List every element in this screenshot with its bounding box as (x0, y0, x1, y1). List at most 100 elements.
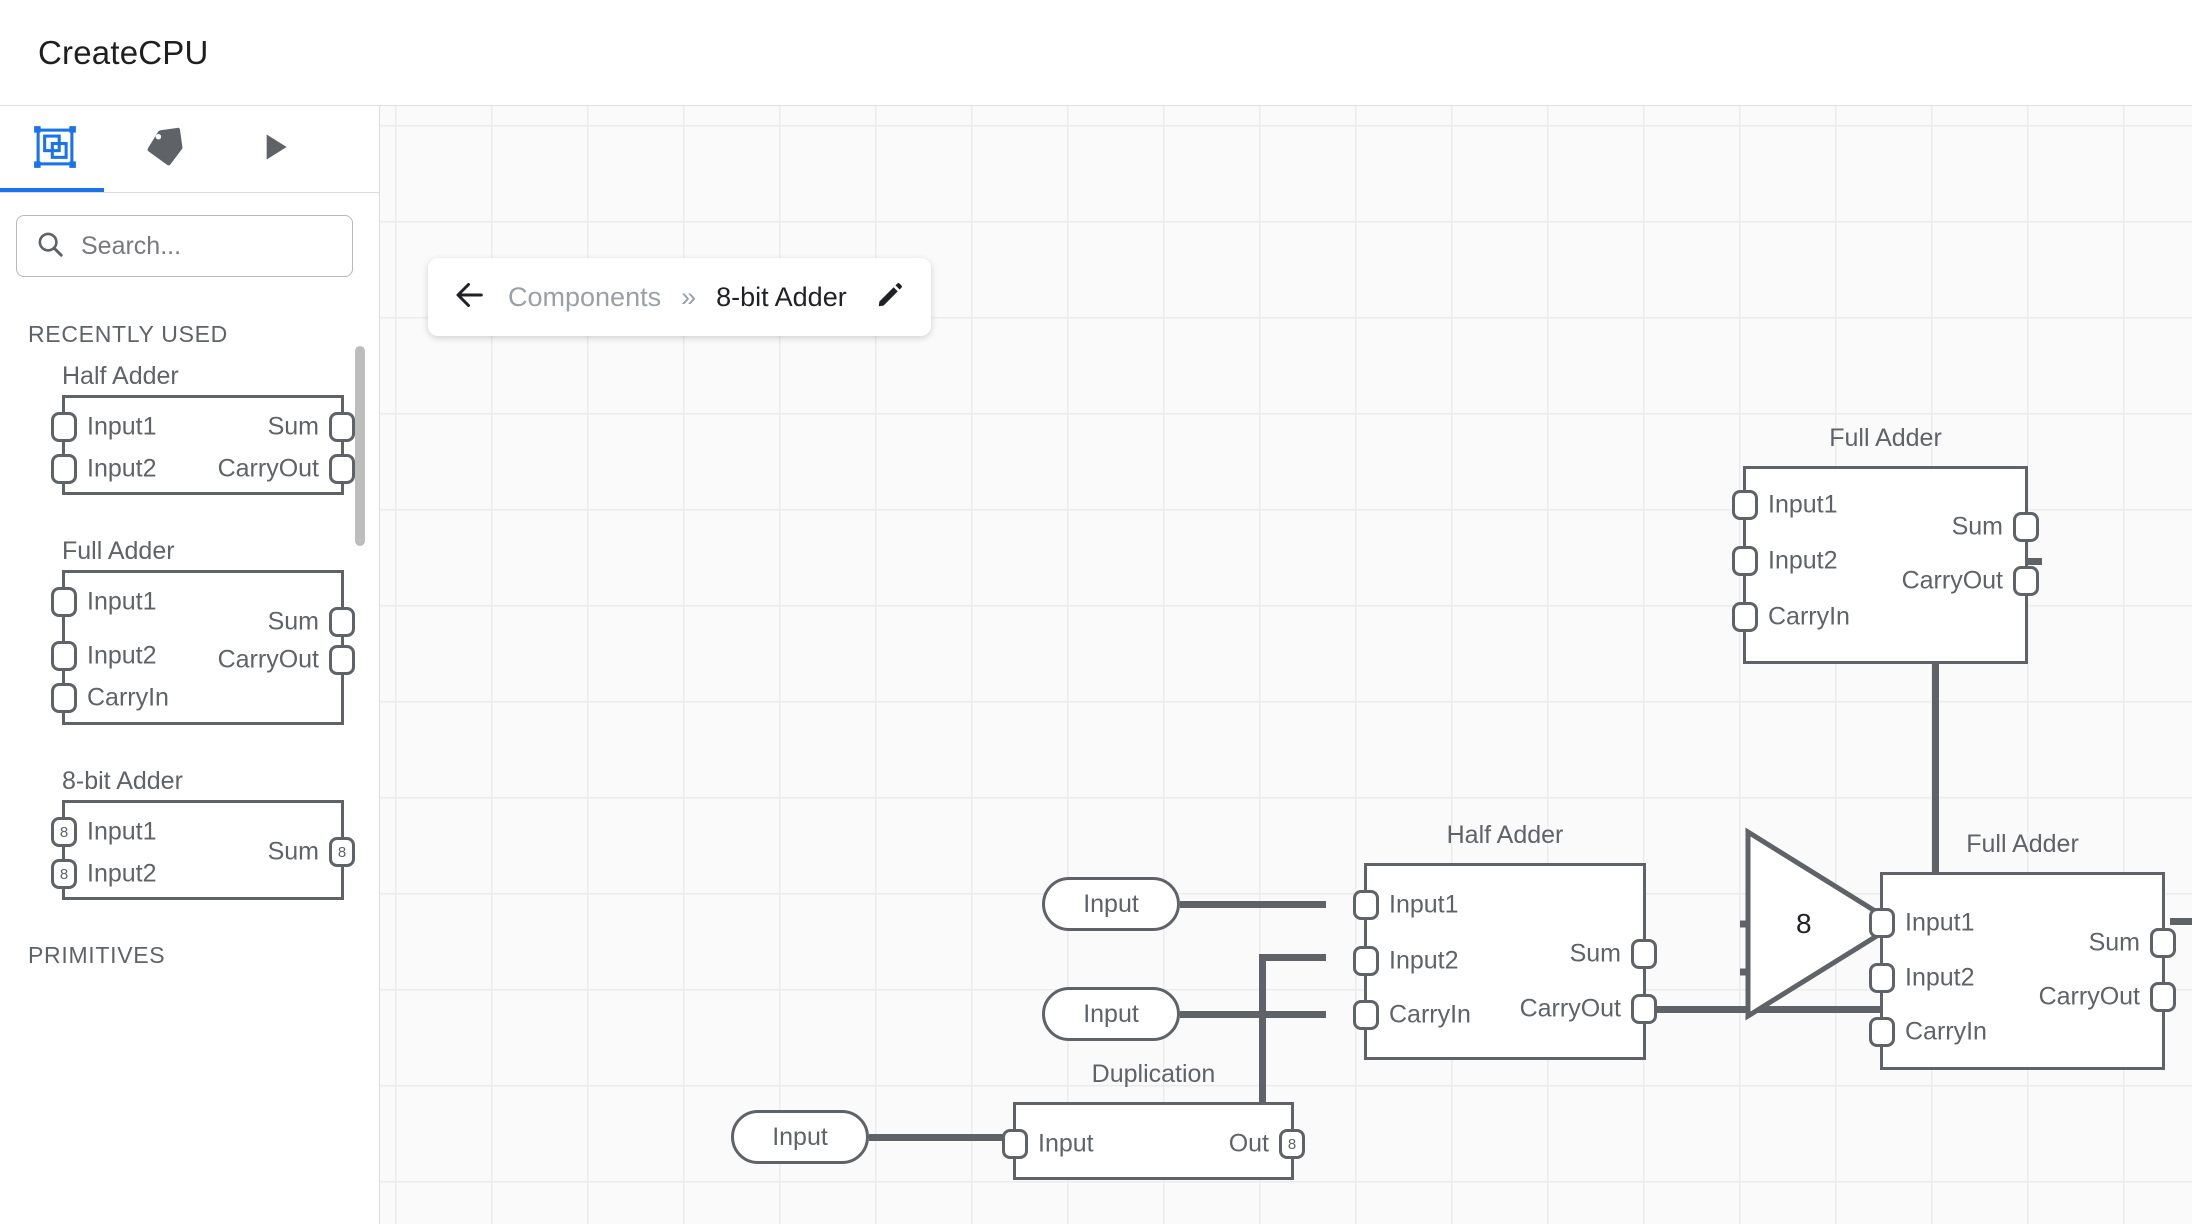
arrow-left-icon[interactable] (452, 277, 488, 318)
port-input1[interactable] (1353, 890, 1379, 920)
port-label: Input1 (1389, 890, 1459, 919)
active-tab-underline (0, 188, 104, 192)
port-label: CarryOut (1519, 994, 1621, 1023)
palette-item-half-adder[interactable]: Half Adder Input1 Input2 Sum CarryOut (28, 362, 355, 495)
breadcrumb-separator: » (681, 281, 697, 312)
component-preview: Input1 Input2 Sum CarryOut (51, 395, 355, 495)
palette-item-title: Full Adder (62, 537, 175, 565)
pencil-icon[interactable] (875, 280, 905, 315)
port-out[interactable]: 8 (1279, 1129, 1305, 1159)
breadcrumb-root[interactable]: Components (508, 281, 662, 312)
port-sum[interactable] (2013, 512, 2039, 542)
input-pill[interactable]: Input (731, 1110, 869, 1164)
wire-carryout-riser (1932, 558, 1939, 1013)
breadcrumb: Components » 8-bit Adder (428, 258, 931, 336)
port-label: CarryOut (217, 645, 319, 674)
port-input1[interactable] (1869, 908, 1895, 938)
tab-components[interactable] (0, 106, 110, 192)
port-carryin[interactable] (1869, 1017, 1895, 1047)
port-label: Input2 (87, 641, 157, 670)
input-pill-label: Input (772, 1122, 828, 1151)
port-carryout[interactable] (1631, 994, 1657, 1024)
port-label: Input2 (87, 454, 157, 483)
port-input[interactable] (51, 454, 77, 484)
port-label: Sum (1569, 939, 1621, 968)
port-label: CarryIn (1905, 1017, 1987, 1046)
port-label: Sum (1951, 512, 2003, 541)
port-input[interactable]: 8 (51, 859, 77, 889)
tab-labels[interactable] (110, 106, 220, 192)
port-input[interactable]: 8 (51, 817, 77, 847)
port-output[interactable] (329, 645, 355, 675)
search-icon (35, 229, 65, 264)
node-body[interactable]: Input1 Input2 CarryIn Sum CarryOut (1732, 466, 2039, 664)
tabbar-divider (0, 192, 379, 193)
port-output[interactable] (329, 412, 355, 442)
wire-input3-to-duplication (869, 1134, 1013, 1141)
wire-input1-to-halfadder-input1 (1180, 901, 1326, 908)
port-input[interactable] (51, 587, 77, 617)
port-output[interactable]: 8 (329, 837, 355, 867)
port-label: Sum (2088, 928, 2140, 957)
component-preview: 8 Input1 8 Input2 8 Sum (51, 800, 355, 900)
port-label: Input2 (1905, 963, 1975, 992)
palette-item-full-adder[interactable]: Full Adder Input1 Input2 CarryIn Sum Car… (28, 537, 355, 725)
port-output[interactable] (329, 454, 355, 484)
palette-item-8-bit-adder[interactable]: 8-bit Adder 8 Input1 8 Input2 8 Sum (28, 767, 355, 900)
port-label: Input1 (1768, 490, 1838, 519)
port-carryin[interactable] (1353, 1000, 1379, 1030)
breadcrumb-current: 8-bit Adder (716, 281, 847, 312)
port-input2[interactable] (1869, 963, 1895, 993)
port-label: Sum (267, 837, 319, 866)
search-box[interactable] (16, 215, 353, 277)
components-icon (32, 124, 78, 175)
port-label: CarryOut (217, 454, 319, 483)
port-label: Sum (267, 412, 319, 441)
sidebar-tabbar (0, 106, 379, 192)
node-title: Half Adder (1446, 821, 1564, 849)
port-input[interactable] (51, 412, 77, 442)
wire-carryout-bottom-h (1531, 1006, 1939, 1013)
wire-duplication-out-h2 (1259, 954, 1326, 961)
port-label: Input1 (87, 412, 157, 441)
scrollbar-thumb[interactable] (355, 346, 365, 546)
sidebar-scrollbar[interactable] (355, 346, 365, 546)
port-input[interactable] (51, 641, 77, 671)
wire-duplication-out-v (1259, 954, 1266, 1141)
port-input1[interactable] (1732, 490, 1758, 520)
node-title: Duplication (1091, 1060, 1216, 1088)
sidebar-palette-scroll[interactable]: RECENTLY USED Half Adder Input1 Input2 S… (0, 277, 379, 1224)
tab-run[interactable] (220, 106, 330, 192)
port-carryin[interactable] (1732, 602, 1758, 632)
schematic-canvas[interactable]: Components » 8-bit Adder (380, 106, 2192, 1224)
palette-item-title: 8-bit Adder (62, 767, 183, 795)
port-label: Input1 (1905, 908, 1975, 937)
node-body[interactable]: Input1 Input2 CarryIn Sum CarryOut (1869, 872, 2176, 1070)
port-label: Input2 (1389, 946, 1459, 975)
port-input[interactable] (1002, 1129, 1028, 1159)
port-label: Input1 (87, 817, 157, 846)
port-label: Input2 (87, 859, 157, 888)
sidebar: RECENTLY USED Half Adder Input1 Input2 S… (0, 106, 380, 1224)
node-body[interactable]: Input1 Input2 CarryIn Sum CarryOut (1353, 863, 1657, 1060)
port-carryout[interactable] (2013, 566, 2039, 596)
input-pill-label: Input (1083, 999, 1139, 1028)
port-input2[interactable] (1732, 546, 1758, 576)
input-pill[interactable]: Input (1042, 987, 1180, 1041)
node-full-adder-top[interactable]: Full Adder Input1 Input2 CarryIn Sum Car… (1732, 424, 2039, 664)
node-half-adder-center[interactable]: Half Adder Input1 Input2 CarryIn Sum Car… (1353, 821, 1657, 1060)
port-input2[interactable] (1353, 946, 1379, 976)
port-output[interactable] (329, 607, 355, 637)
search-input[interactable] (81, 231, 334, 261)
port-carryout[interactable] (2150, 982, 2176, 1012)
port-sum[interactable] (2150, 928, 2176, 958)
app-title: CreateCPU (38, 33, 209, 71)
search-container (0, 193, 379, 277)
node-title: Full Adder (1829, 424, 1942, 452)
input-pill[interactable]: Input (1042, 877, 1180, 931)
node-body[interactable]: Input 8 Out (1002, 1102, 1305, 1180)
port-input[interactable] (51, 683, 77, 713)
port-sum[interactable] (1631, 939, 1657, 969)
node-duplication[interactable]: Duplication Input 8 Out (1002, 1060, 1305, 1180)
node-full-adder-right[interactable]: Full Adder Input1 Input2 CarryIn Sum Car… (1869, 830, 2176, 1070)
